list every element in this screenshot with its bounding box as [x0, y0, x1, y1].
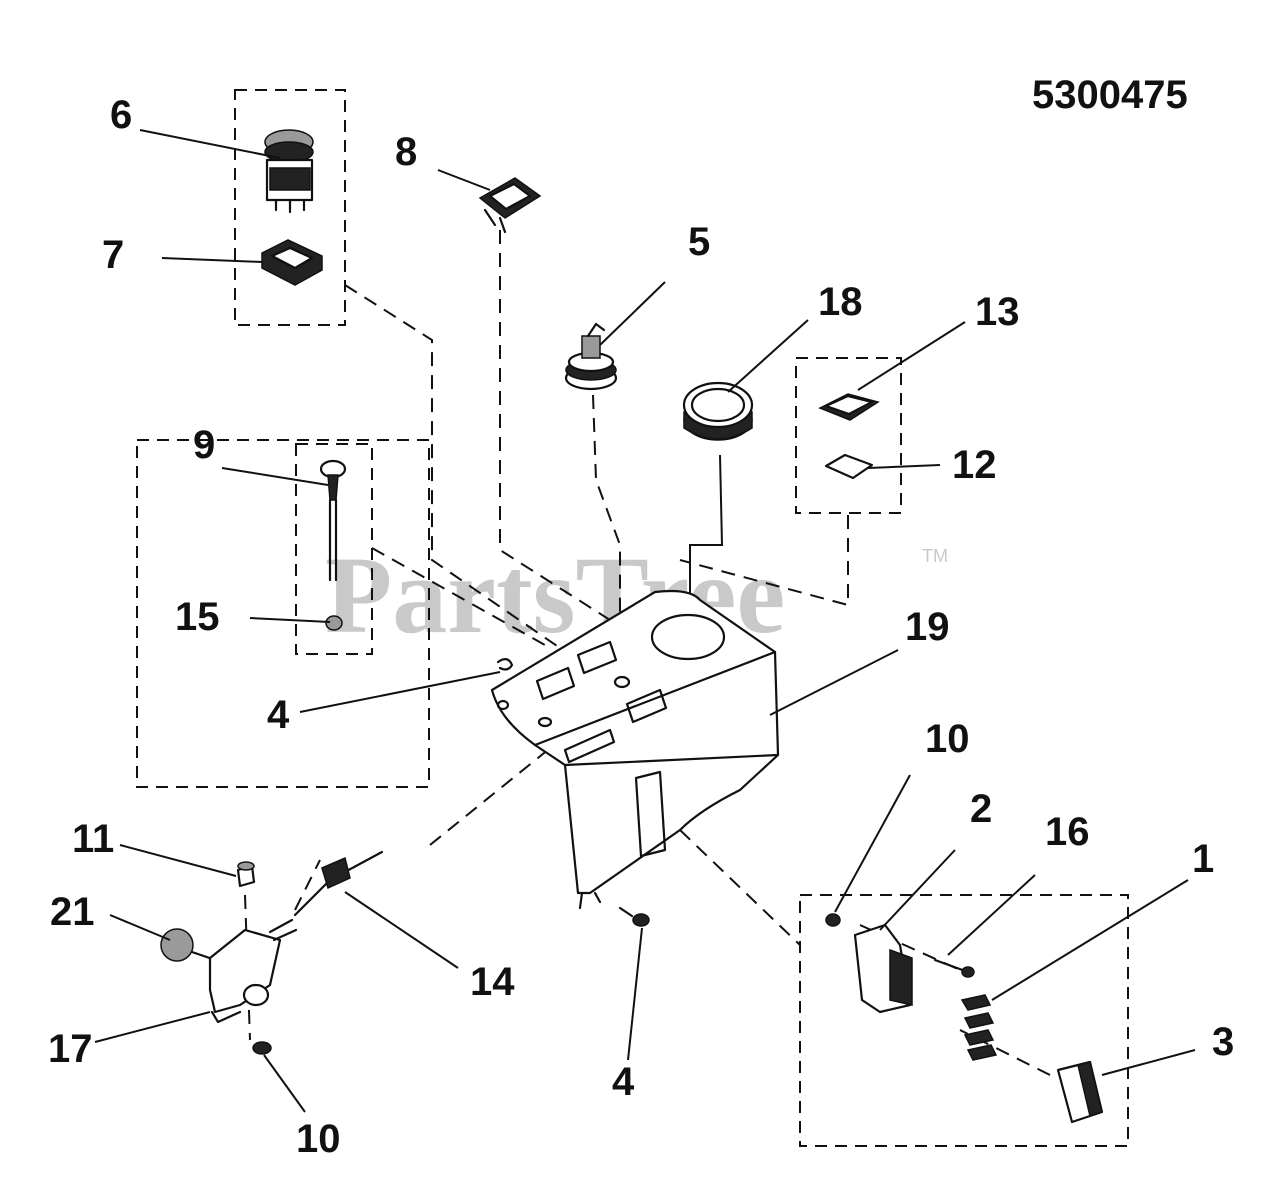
fuse-block-part [825, 913, 1104, 1124]
callout-11: 11 [72, 817, 114, 861]
callout-13: 13 [975, 290, 1020, 334]
pto-switch-part [264, 129, 314, 214]
callout-17: 17 [48, 1027, 93, 1071]
meter-gasket-part [824, 453, 874, 480]
callout-4-lower: 4 [612, 1060, 635, 1104]
callout-14: 14 [470, 960, 515, 1004]
trademark-text: TM [922, 546, 948, 566]
callout-18: 18 [818, 280, 863, 324]
drawing-part-number: 5300475 [1032, 73, 1188, 117]
leader-18-down [689, 454, 724, 630]
clip-part-4-upper [496, 658, 514, 671]
callout-19: 19 [905, 605, 950, 649]
callout-5: 5 [688, 220, 710, 264]
callout-2: 2 [970, 787, 992, 831]
callout-21: 21 [50, 890, 95, 934]
callout-16: 16 [1045, 810, 1090, 854]
choke-knob-part [319, 459, 347, 582]
callout-9: 9 [193, 423, 215, 467]
dash-panel [490, 589, 780, 895]
callout-10-bottom: 10 [296, 1117, 341, 1161]
switch-bezel-part [261, 239, 323, 286]
group-box-throttle [136, 439, 430, 788]
callout-3: 3 [1212, 1020, 1234, 1064]
callout-15: 15 [175, 595, 220, 639]
callout-10-right: 10 [925, 717, 970, 761]
group-box-fuse [799, 894, 1129, 1147]
callout-4-upper: 4 [267, 693, 290, 737]
group-box-switch [234, 89, 346, 326]
callout-8: 8 [395, 130, 417, 174]
group-box-hourmeter [795, 357, 902, 514]
ignition-switch-part [564, 322, 618, 391]
nut-part-15 [325, 615, 343, 631]
callout-labels: 6 7 8 5 18 13 12 9 15 19 4 10 2 16 1 11 … [48, 93, 1234, 1161]
leader-lines [94, 129, 1196, 1113]
meter-cover-part [818, 393, 880, 421]
callout-12: 12 [952, 443, 997, 487]
callout-7: 7 [102, 233, 124, 277]
throttle-assembly-part [160, 850, 384, 1055]
rocker-switch-part [478, 177, 542, 234]
callout-6: 6 [110, 93, 132, 137]
screw-part-4-lower [578, 891, 650, 927]
callout-1: 1 [1192, 837, 1214, 881]
gauge-part [682, 381, 754, 441]
